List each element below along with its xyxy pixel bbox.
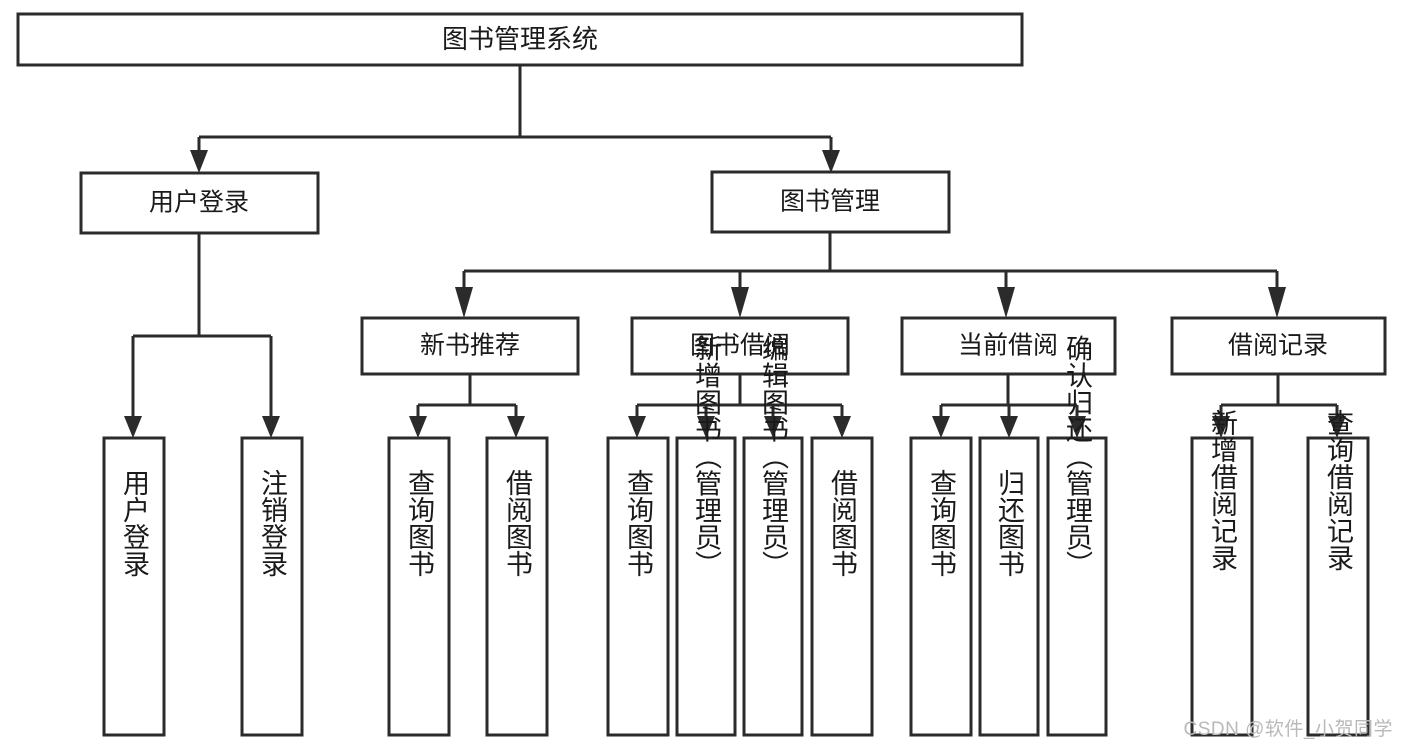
leaf-query-book-3-box	[909, 436, 973, 737]
node-user-login-label: 用户登录	[149, 189, 249, 217]
leaf-return-book[interactable]: 归还图书	[978, 436, 1040, 737]
arrow-to-leaf-add-record	[1212, 416, 1230, 438]
node-borrow-record[interactable]: 借阅记录	[1170, 316, 1387, 376]
leaf-add-book-box	[675, 436, 737, 737]
node-book-borrow-label: 图书借阅	[690, 332, 790, 360]
leaf-logout-box	[240, 436, 304, 737]
node-current-borrow-box	[900, 316, 1117, 376]
leaf-query-book-3[interactable]: 查询图书	[909, 436, 973, 737]
leaf-query-book-2-box	[606, 436, 670, 737]
arrow-to-leaf-query-book-1	[409, 416, 427, 438]
node-user-login[interactable]: 用户登录	[79, 171, 320, 235]
node-current-borrow[interactable]: 当前借阅	[900, 316, 1117, 376]
leaf-return-book-label: 归还图书	[994, 469, 1025, 577]
leaf-query-record[interactable]: 查询借阅记录	[1306, 409, 1370, 737]
arrow-to-borrow-record	[1268, 287, 1286, 318]
leaf-borrow-book-2-label: 借阅图书	[827, 469, 858, 577]
arrow-to-leaf-query-book-3	[932, 416, 950, 438]
arrowhead-layer	[124, 150, 1346, 438]
node-new-book-recommend-label: 新书推荐	[420, 332, 520, 360]
leaf-edit-book[interactable]: 编辑图书（管理员）	[742, 334, 804, 737]
node-book-manage-label: 图书管理	[780, 188, 880, 216]
node-root-box	[16, 12, 1024, 67]
leaf-query-book-2[interactable]: 查询图书	[606, 436, 670, 737]
node-book-manage-box	[710, 170, 951, 234]
arrow-to-leaf-query-book-2	[628, 416, 646, 438]
leaf-query-book-1-label: 查询图书	[404, 469, 435, 577]
arrow-to-new-book-rec	[455, 287, 473, 318]
node-current-borrow-label: 当前借阅	[958, 332, 1058, 360]
leaf-add-book-label: 新增图书（管理员）	[691, 334, 722, 577]
arrow-to-leaf-add-book	[697, 416, 715, 438]
leaf-add-record-box	[1190, 436, 1254, 737]
node-borrow-record-box	[1170, 316, 1387, 376]
arrow-to-leaf-return-book	[1000, 416, 1018, 438]
node-user-login-box	[79, 171, 320, 235]
arrow-to-user-login	[190, 150, 208, 173]
node-new-book-recommend-box	[360, 316, 580, 376]
node-root-label: 图书管理系统	[442, 24, 598, 54]
leaf-borrow-book-1-box	[485, 436, 549, 737]
leaf-user-login-label: 用户登录	[119, 469, 150, 577]
leaf-borrow-book-1[interactable]: 借阅图书	[485, 436, 549, 737]
arrow-to-book-manage	[822, 150, 840, 173]
leaf-borrow-book-2-box	[810, 436, 874, 737]
leaf-query-book-1-box	[387, 436, 451, 737]
leaf-query-book-1[interactable]: 查询图书	[387, 436, 451, 737]
csdn-watermark: CSDN @软件_小贺同学	[1183, 719, 1393, 740]
leaf-logout-label: 注销登录	[257, 469, 288, 577]
leaf-query-book-3-label: 查询图书	[926, 469, 957, 577]
leaf-query-book-2-label: 查询图书	[623, 469, 654, 577]
node-root[interactable]: 图书管理系统	[16, 12, 1024, 67]
arrow-to-book-borrow	[731, 287, 749, 318]
leaf-logout[interactable]: 注销登录	[240, 436, 304, 737]
arrow-to-leaf-edit-book	[764, 416, 782, 438]
leaf-confirm-return-box	[1046, 436, 1108, 737]
connector-layer	[131, 65, 1339, 418]
node-book-manage[interactable]: 图书管理	[710, 170, 951, 234]
leaf-add-record-label: 新增借阅记录	[1207, 409, 1238, 571]
leaf-edit-book-box	[742, 436, 804, 737]
leaf-query-record-label: 查询借阅记录	[1323, 409, 1354, 571]
leaf-user-login[interactable]: 用户登录	[102, 436, 166, 737]
arrow-to-leaf-query-record	[1328, 416, 1346, 438]
arrow-to-leaf-borrow-book-2	[833, 416, 851, 438]
node-new-book-recommend[interactable]: 新书推荐	[360, 316, 580, 376]
leaf-query-record-box	[1306, 436, 1370, 737]
arrow-to-leaf-logout	[262, 416, 280, 438]
leaf-borrow-book-1-label: 借阅图书	[502, 469, 533, 577]
node-book-borrow[interactable]: 图书借阅	[630, 316, 850, 376]
leaf-borrow-book-2[interactable]: 借阅图书	[810, 436, 874, 737]
node-borrow-record-label: 借阅记录	[1228, 332, 1328, 360]
leaf-add-record[interactable]: 新增借阅记录	[1190, 409, 1254, 737]
arrow-to-leaf-confirm-return	[1068, 416, 1086, 438]
node-book-borrow-box	[630, 316, 850, 376]
arrow-to-current-borrow	[997, 287, 1015, 318]
leaf-user-login-box	[102, 436, 166, 737]
arrow-to-leaf-user-login	[124, 416, 142, 438]
leaf-confirm-return-label: 确认归还（管理员）	[1062, 334, 1093, 577]
leaf-edit-book-label: 编辑图书（管理员）	[758, 334, 789, 577]
leaf-return-book-box	[978, 436, 1040, 737]
leaf-add-book[interactable]: 新增图书（管理员）	[675, 334, 737, 737]
arrow-to-leaf-borrow-book-1	[507, 416, 525, 438]
leaf-confirm-return[interactable]: 确认归还（管理员）	[1046, 334, 1108, 737]
